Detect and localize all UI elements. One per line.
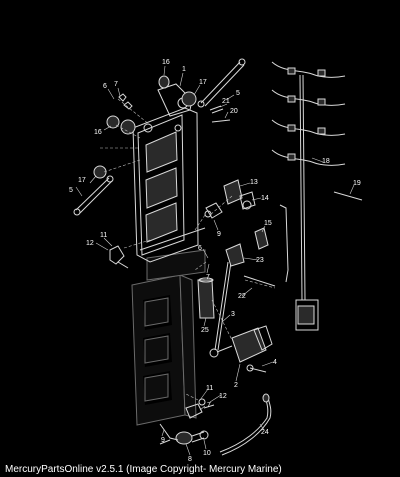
- callout-5-top: 5: [236, 90, 240, 97]
- callout-11-left: 11: [100, 232, 107, 239]
- callout-17-top: 17: [199, 79, 207, 86]
- callout-7-top: 7: [114, 81, 118, 88]
- callout-11-bottom: 11: [206, 385, 213, 392]
- sensor-assembly: [204, 179, 269, 250]
- callout-16-left: 16: [94, 129, 102, 136]
- assembly-lines: [100, 98, 276, 401]
- link-rods: [73, 58, 246, 216]
- control-module: [231, 325, 273, 373]
- callout-3: 3: [231, 311, 235, 318]
- callout-labels: 16 7 1 17 6 5 21 16 20 17 18 19 5 13 14 …: [69, 59, 361, 462]
- bushing-16-top: [158, 75, 170, 89]
- callout-24: 24: [261, 429, 269, 436]
- callout-22: 22: [238, 293, 246, 300]
- callout-21: 21: [222, 98, 230, 105]
- callout-9-mid: 9: [217, 231, 221, 238]
- callout-20: 20: [230, 108, 238, 115]
- exploded-parts-diagram: 16 7 1 17 6 5 21 16 20 17 18 19 5 13 14 …: [69, 58, 363, 462]
- throttle-linkage: [197, 243, 276, 358]
- callout-5-left: 5: [69, 187, 73, 194]
- nut-6: [118, 93, 127, 102]
- callout-6-mid: 6: [198, 245, 202, 252]
- washer-17-left: [93, 165, 107, 179]
- washer-16-left: [106, 115, 120, 129]
- main-bracket: [132, 83, 206, 263]
- callout-2: 2: [234, 382, 238, 389]
- callout-13: 13: [250, 179, 258, 186]
- leader-lines: [75, 65, 355, 456]
- callout-1: 1: [182, 66, 186, 73]
- callout-6-top: 6: [103, 83, 107, 90]
- callout-8: 8: [188, 456, 192, 462]
- callout-23: 23: [256, 257, 264, 264]
- cable-24: [219, 393, 272, 456]
- callout-9-bottom: 9: [161, 437, 165, 444]
- callout-14: 14: [261, 195, 269, 202]
- lower-module-housing: [131, 249, 206, 426]
- callout-18: 18: [322, 158, 330, 165]
- grommet-left: [120, 119, 136, 135]
- callout-25: 25: [201, 327, 209, 334]
- wiring-harness: [271, 61, 363, 331]
- callout-4: 4: [273, 359, 277, 366]
- callout-12-bottom: 12: [219, 393, 227, 400]
- copyright-footer: MercuryPartsOnline v2.5.1 (Image Copyrig…: [5, 464, 282, 475]
- callout-10: 10: [203, 450, 211, 457]
- callout-19: 19: [353, 180, 361, 187]
- lower-linkage: [109, 245, 215, 445]
- callout-7-bottom: 7: [207, 402, 211, 409]
- callout-15: 15: [264, 220, 272, 227]
- callout-16-top: 16: [162, 59, 170, 66]
- pulley-17: [181, 91, 197, 107]
- callout-12-left: 12: [86, 240, 94, 247]
- callout-7-mid: 7: [206, 274, 210, 281]
- callout-17-left: 17: [78, 177, 86, 184]
